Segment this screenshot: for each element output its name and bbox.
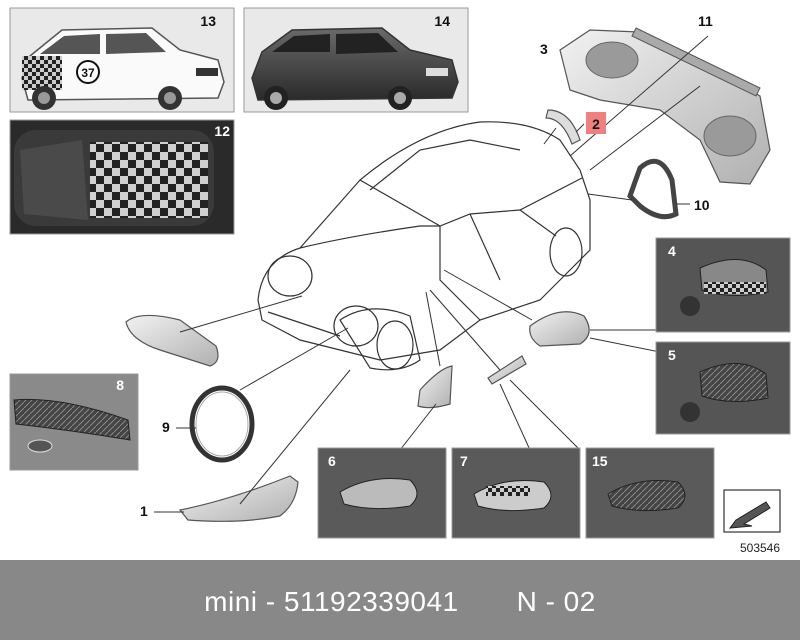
highlight-box [586, 112, 606, 134]
inset-7-side-scuttle-checker: 7 [451, 447, 581, 539]
part-rear-diffuser: 3 11 [540, 13, 771, 185]
callout-13: 13 [200, 13, 216, 29]
inset-4-mirror-checker: 4 [655, 237, 791, 333]
inset-14-dark-car: 14 [243, 7, 469, 113]
inset-12-roof-checker: 12 [9, 119, 235, 235]
footer-separator: - [265, 586, 276, 617]
reference-number: 503546 [740, 541, 780, 555]
footer-bar [0, 560, 800, 640]
inset-6-side-scuttle: 6 [317, 447, 447, 539]
callout-3: 3 [540, 41, 548, 57]
callout-6: 6 [328, 453, 336, 469]
part-mirror-cap [443, 269, 661, 353]
inset-13-white-car: 37 13 [9, 7, 235, 113]
part-8-hood-scoop [125, 295, 303, 367]
callout-10: 10 [694, 197, 710, 213]
callout-8: 8 [116, 377, 124, 393]
diagram-canvas: 37 13 14 12 3 11 [9, 7, 791, 555]
callout-2: 2 [592, 116, 600, 132]
part-1-bumper-lip: 1 [140, 369, 351, 522]
callout-5: 5 [668, 347, 676, 363]
part-2-trim-highlighted: 2 [543, 109, 606, 145]
reference-arrow-box: 503546 [723, 489, 781, 555]
main-car-outline [257, 121, 591, 371]
callout-7: 7 [460, 453, 468, 469]
footer-position-code: N - 02 [516, 586, 596, 617]
callout-9: 9 [162, 419, 170, 435]
callout-4: 4 [668, 243, 676, 259]
callout-11: 11 [698, 13, 713, 29]
callout-12: 12 [214, 123, 230, 139]
inset-5-mirror-carbon: 5 [655, 341, 791, 435]
part-side-indicator [399, 289, 581, 451]
footer-brand: mini [204, 586, 258, 617]
callout-15: 15 [592, 453, 608, 469]
inset-8-hood: 8 [9, 373, 139, 471]
footer-caption: mini - 51192339041 N - 02 [0, 586, 800, 618]
callout-1: 1 [140, 503, 148, 519]
part-10-light-ring: 10 [587, 158, 710, 220]
footer-part-number: 51192339041 [283, 586, 459, 617]
callout-14: 14 [434, 13, 450, 29]
car-decal-number: 37 [81, 66, 95, 80]
inset-15-side-scuttle-carbon: 15 [585, 447, 715, 539]
part-9-headlight-ring: 9 [162, 327, 349, 463]
